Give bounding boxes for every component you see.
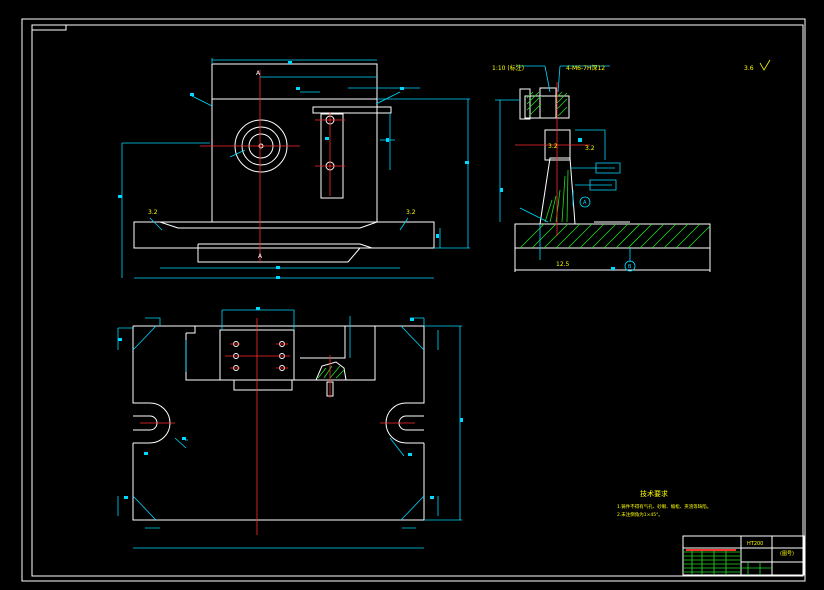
roughness-right: 3.2 [406, 209, 416, 216]
inner-frame [31, 24, 804, 577]
dim-bottom: 12.5 [556, 261, 570, 268]
callout-top-1: 1:10 (标注) [492, 64, 524, 72]
notes-line2: 2.未注倒角为1×45°。 [617, 511, 663, 518]
section-view: 1:10 (标注) 4-M6-7H深12 3.2 3.2 12.5 A B 3.… [492, 59, 771, 272]
front-view: A A 3.2 3.2 [118, 58, 470, 279]
notes-line1: 1.铸件不得有气孔、砂眼、缩松、夹渣等缺陷。 [617, 503, 711, 510]
drawing-number: (图号) [780, 551, 794, 557]
section-label-a: A [256, 70, 261, 77]
roughness-left: 3.2 [148, 209, 158, 216]
callout-top-2: 4-M6-7H深12 [566, 64, 605, 72]
corner-tag [31, 24, 67, 31]
notes-title: 技术要求 [640, 489, 668, 498]
outer-frame [21, 18, 806, 582]
section-label-a2: A [258, 253, 263, 260]
roughness-corner: 3.6 [744, 65, 754, 72]
callout-ra2: 3.2 [585, 145, 595, 152]
top-view [117, 307, 463, 549]
datum-b: B [628, 264, 632, 270]
callout-ra: 3.2 [548, 143, 558, 150]
title-block: HT200 (图号) [682, 535, 805, 576]
material-label: HT200 [747, 541, 763, 547]
datum-a: A [583, 200, 587, 206]
